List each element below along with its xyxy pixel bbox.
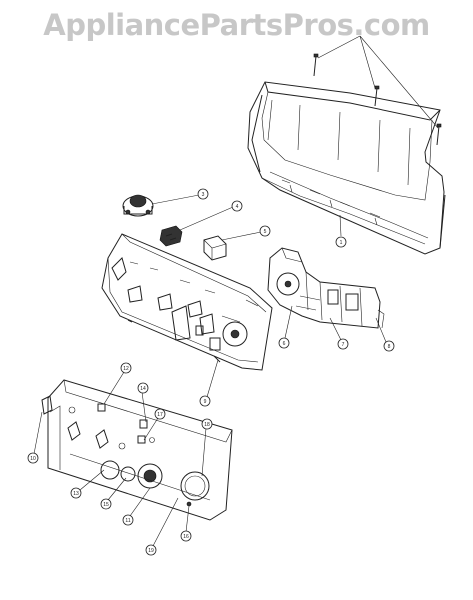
callout-19: 19: [145, 544, 157, 556]
svg-text:18: 18: [204, 422, 210, 428]
callout-11: 11: [122, 514, 134, 526]
svg-text:15: 15: [103, 502, 109, 508]
callout-9: 9: [199, 395, 211, 407]
callout-4: 4: [231, 200, 243, 212]
callout-16: 16: [180, 530, 192, 542]
watermark: AppliancePartsPros.com: [43, 8, 430, 42]
svg-text:12: 12: [123, 366, 129, 372]
callout-10: 10: [27, 452, 39, 464]
svg-text:9: 9: [204, 399, 207, 405]
callout-6: 6: [278, 337, 290, 349]
mounting-screws: [313, 35, 442, 146]
callout-13: 13: [70, 487, 82, 499]
svg-text:14: 14: [140, 386, 146, 392]
rocker-switch-part[interactable]: [159, 206, 234, 247]
svg-text:16: 16: [183, 534, 189, 540]
svg-text:3: 3: [202, 192, 205, 198]
callout-18: 18: [201, 418, 213, 430]
module-block-part[interactable]: [203, 231, 262, 261]
callout-17: 17: [154, 408, 166, 420]
svg-text:13: 13: [73, 491, 79, 497]
svg-text:1: 1: [340, 240, 343, 246]
svg-text:17: 17: [157, 412, 163, 418]
svg-text:10: 10: [30, 456, 36, 462]
selector-knob-part[interactable]: [122, 194, 200, 217]
callout-14: 14: [137, 382, 149, 394]
leader-lines: [33, 214, 342, 547]
callout-15: 15: [100, 498, 112, 510]
svg-text:11: 11: [125, 518, 130, 524]
callout-5: 5: [259, 225, 271, 237]
svg-text:19: 19: [148, 548, 154, 554]
callout-1: 1: [335, 236, 347, 248]
callout-12: 12: [120, 362, 132, 374]
callout-8: 8: [383, 340, 395, 352]
callout-3: 3: [197, 188, 209, 200]
timer-assembly[interactable]: [267, 247, 387, 343]
svg-text:5: 5: [264, 229, 267, 235]
callout-7: 7: [337, 338, 349, 350]
console-backsplash[interactable]: [247, 81, 446, 255]
svg-text:7: 7: [342, 342, 345, 348]
svg-text:8: 8: [388, 344, 391, 350]
svg-text:4: 4: [236, 204, 239, 210]
svg-text:6: 6: [283, 341, 286, 347]
console-front-panel[interactable]: [41, 379, 233, 521]
control-board[interactable]: [101, 233, 273, 398]
